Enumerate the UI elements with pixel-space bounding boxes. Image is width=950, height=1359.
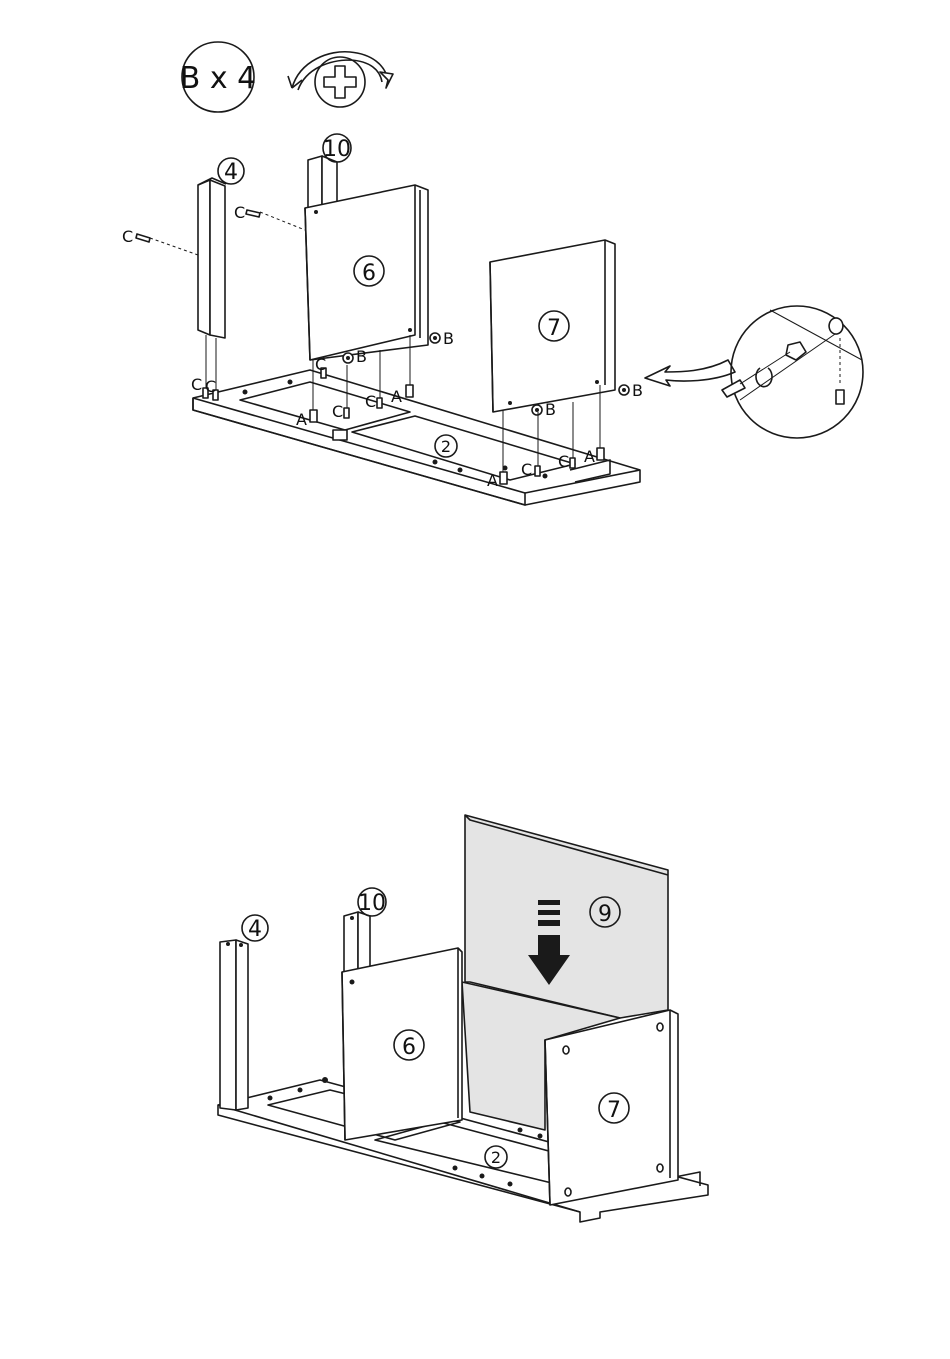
label-leg-4: 4 (224, 160, 238, 185)
svg-text:C: C (558, 452, 569, 471)
svg-text:C: C (205, 377, 216, 396)
svg-text:A: A (391, 387, 402, 406)
qty-badge: B x 4 (180, 42, 257, 112)
label-panel-6-step2: 6 (402, 1035, 416, 1060)
cam-lock-b-1: B (430, 329, 454, 348)
label-panel-7: 7 (547, 316, 561, 341)
back-panel-9: 9 (465, 815, 668, 1018)
leg-4-step2: 4 (220, 915, 268, 1110)
panel-6: 6 (305, 185, 428, 360)
panel-7-step2: 7 (545, 1010, 678, 1205)
screwdriver-rotate-icon (288, 52, 393, 107)
svg-text:A: A (584, 447, 595, 466)
label-leg-10-step2: 10 (358, 891, 386, 916)
svg-text:A: A (487, 471, 498, 490)
screw-c-left: C (122, 227, 150, 246)
svg-text:B: B (632, 381, 643, 400)
svg-text:B: B (356, 347, 367, 366)
svg-text:C: C (365, 392, 376, 411)
svg-text:C: C (521, 460, 532, 479)
label-back-9: 9 (598, 902, 612, 927)
svg-text:C: C (191, 375, 202, 394)
step-2: 4 10 9 (218, 815, 708, 1222)
label-base-2: 2 (441, 437, 451, 456)
label-leg-10: 10 (323, 137, 351, 162)
svg-text:B: B (545, 400, 556, 419)
detail-callout (645, 306, 863, 438)
panel-7: 7 (490, 240, 615, 412)
panel-6-step2: 6 (342, 948, 462, 1140)
screw-c-mid: C (234, 203, 260, 222)
label-leg-4-step2: 4 (248, 917, 262, 942)
svg-text:C: C (315, 355, 326, 374)
cam-lock-b-4: B (619, 381, 643, 400)
step-1: B x 4 (122, 42, 863, 505)
svg-text:B: B (443, 329, 454, 348)
svg-text:C: C (122, 227, 133, 246)
svg-text:C: C (332, 402, 343, 421)
qty-badge-text: B x 4 (180, 61, 257, 96)
label-panel-7-step2: 7 (607, 1098, 621, 1123)
leg-4: 4 (198, 158, 244, 392)
svg-text:A: A (296, 410, 307, 429)
label-panel-6: 6 (362, 261, 376, 286)
label-base-2-step2: 2 (491, 1148, 501, 1167)
svg-text:C: C (234, 203, 245, 222)
